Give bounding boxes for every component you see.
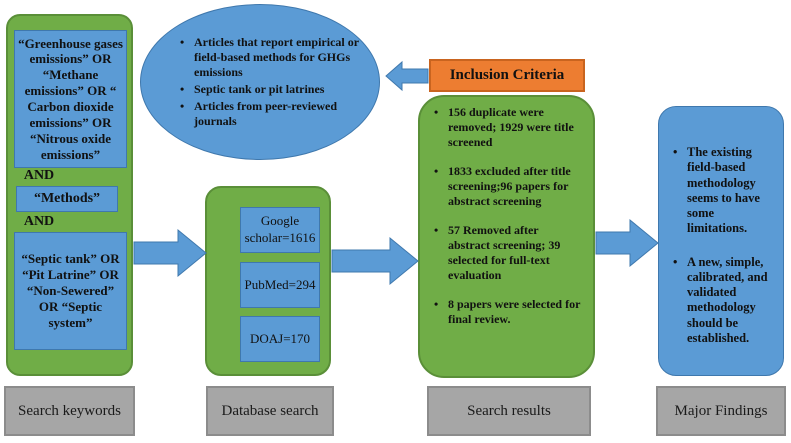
stage-label-database-search: Database search (206, 386, 334, 436)
major-findings-panel: The existing field-based methodology see… (658, 106, 784, 376)
arrow-right-icon (595, 218, 659, 268)
search-result-item: 57 Removed after abstract screening; 39 … (434, 223, 583, 283)
search-result-item: 1833 excluded after title screening;96 p… (434, 164, 583, 209)
stage-label-major-findings: Major Findings (656, 386, 786, 436)
finding-item: The existing field-based methodology see… (673, 145, 775, 237)
keywords-septic-box: “Septic tank” OR “Pit Latrine” OR “Non-S… (14, 232, 127, 350)
inclusion-item: Articles from peer-reviewed journals (180, 99, 366, 129)
search-results-panel: 156 duplicate were removed; 1929 were ti… (418, 95, 595, 378)
keywords-methods-text: “Methods” (33, 191, 101, 206)
database-google-scholar: Google scholar=1616 (240, 207, 320, 253)
keywords-ghg-box: “Greenhouse gases emissions” OR “Methane… (14, 30, 127, 168)
stage-label-search-keywords: Search keywords (4, 386, 135, 436)
stage-label-search-results: Search results (427, 386, 591, 436)
arrow-right-icon (331, 236, 419, 286)
database-doaj: DOAJ=170 (240, 316, 320, 362)
keywords-methods-box: “Methods” (16, 186, 118, 212)
keywords-ghg-text: “Greenhouse gases emissions” OR “Methane… (18, 35, 123, 162)
search-result-item: 8 papers were selected for final review. (434, 297, 583, 327)
inclusion-criteria-label: Inclusion Criteria (429, 59, 585, 92)
and-connector-2: AND (23, 214, 55, 229)
inclusion-item: Articles that report empirical or field-… (180, 35, 366, 80)
inclusion-criteria-list: Articles that report empirical or field-… (180, 35, 366, 129)
search-result-item: 156 duplicate were removed; 1929 were ti… (434, 105, 583, 150)
arrow-left-icon (385, 60, 429, 92)
inclusion-item: Septic tank or pit latrines (180, 82, 366, 97)
arrow-right-icon (133, 228, 207, 278)
keywords-septic-text: “Septic tank” OR “Pit Latrine” OR “Non-S… (21, 251, 120, 330)
and-connector-1: AND (23, 168, 55, 183)
finding-item: A new, simple, calibrated, and validated… (673, 255, 775, 347)
database-pubmed: PubMed=294 (240, 262, 320, 308)
